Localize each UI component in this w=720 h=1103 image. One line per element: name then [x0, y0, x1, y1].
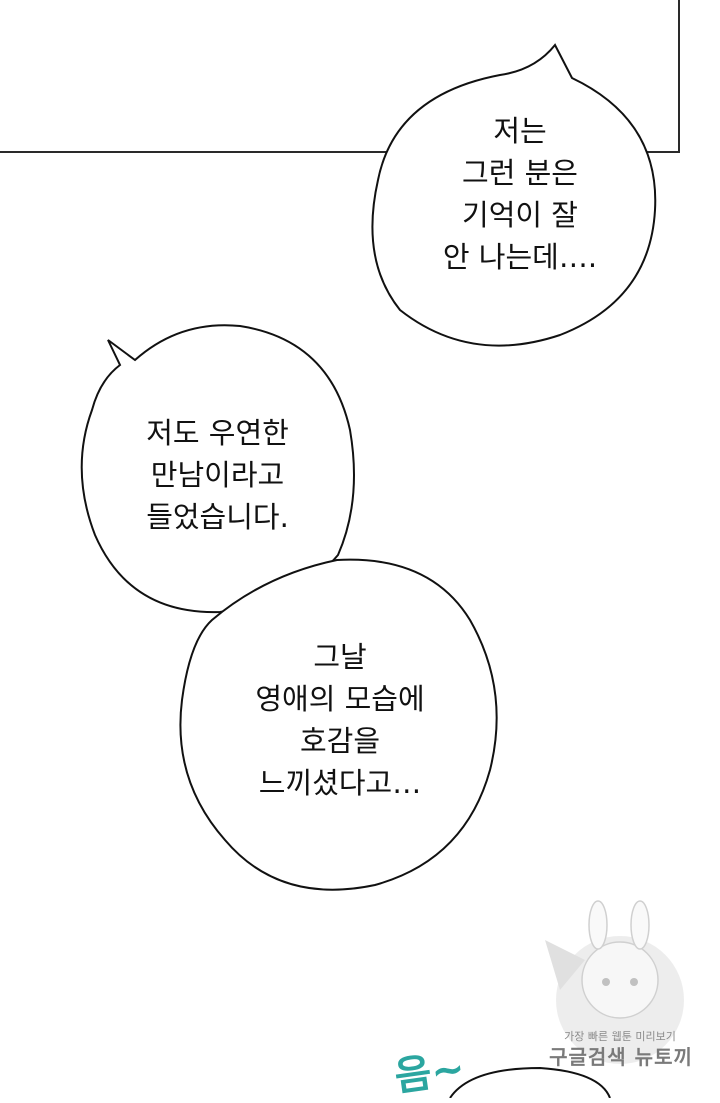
bubble-1-text: 저는 그런 분은 기억이 잘 안 나는데….	[442, 114, 598, 274]
watermark-rabbit-icon	[545, 900, 684, 1064]
sound-effect: 음~	[391, 1045, 468, 1101]
watermark-line-1: 가장 빠른 웹툰 미리보기	[564, 1030, 676, 1043]
bubble-2-text: 저도 우연한 만남이라고 들었습니다.	[146, 416, 289, 534]
speech-bubble-1	[371, 43, 657, 347]
speech-bubble-partial	[449, 1066, 611, 1098]
comic-panel-top	[0, 0, 680, 153]
speech-bubble-3	[179, 558, 498, 891]
watermark-line-2: 구글검색 뉴토끼	[549, 1045, 693, 1069]
bubble-3-text: 그날 영애의 모습에 호감을 느끼셨다고…	[255, 640, 425, 800]
